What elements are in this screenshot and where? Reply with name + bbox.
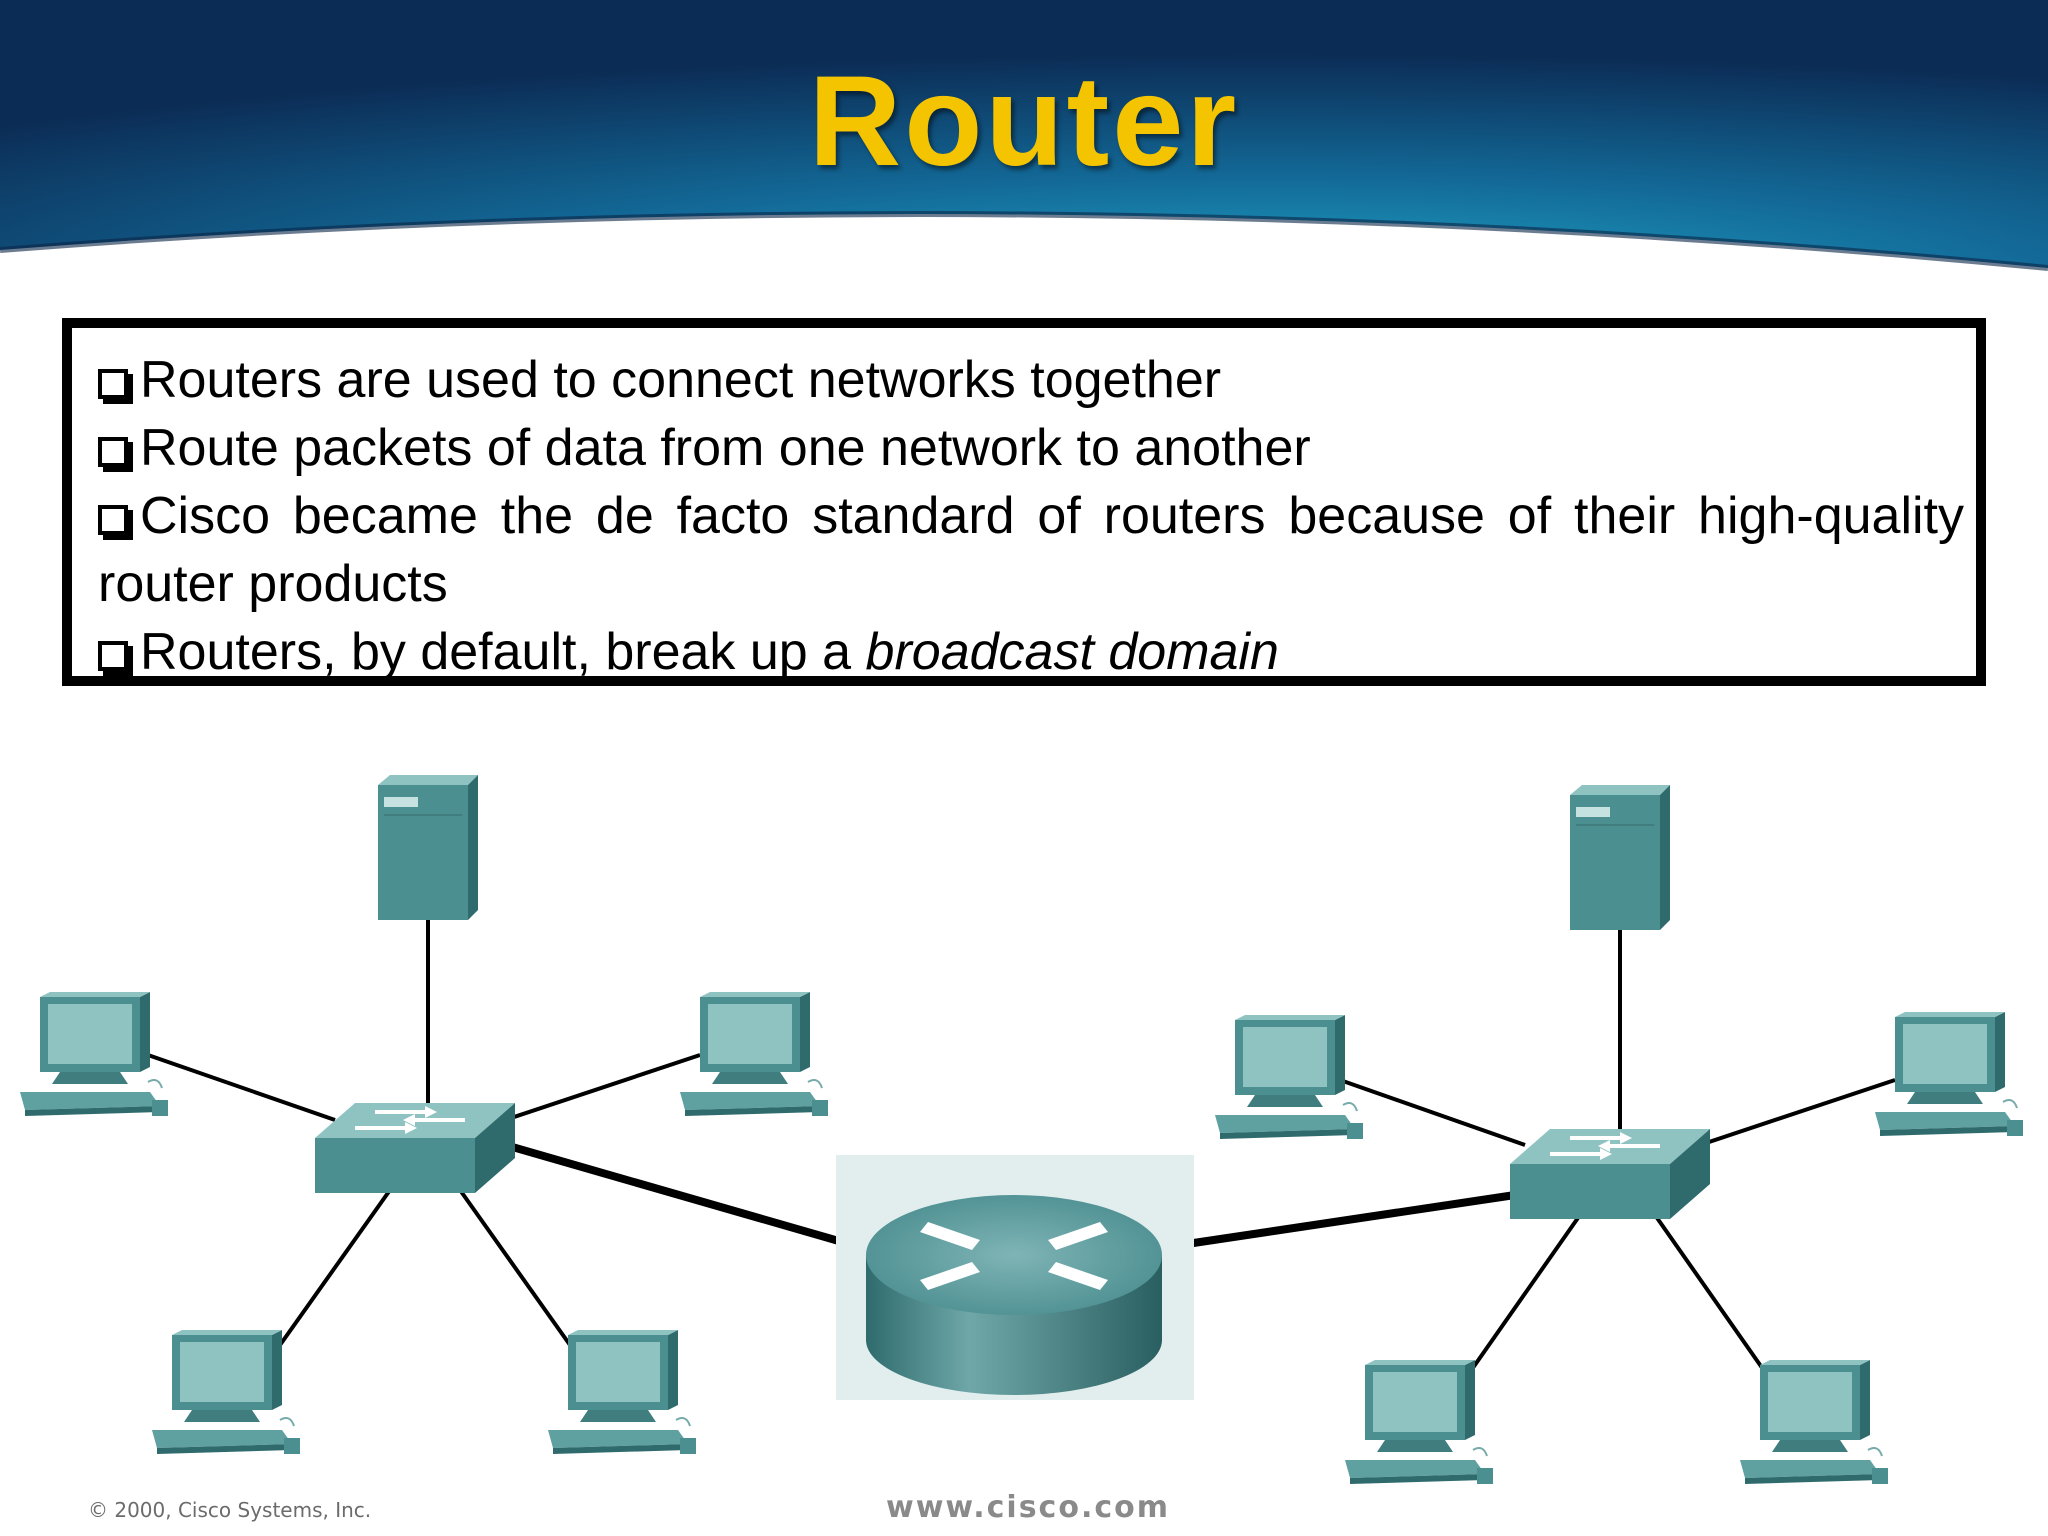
workstation-icon — [680, 992, 829, 1117]
bullet-item: Routers, by default, break up a broadcas… — [98, 618, 1964, 686]
network-links — [147, 900, 1896, 1374]
workstation-icon — [1875, 1012, 2024, 1137]
workstation-icon — [548, 1330, 697, 1455]
switch-icon — [1510, 1127, 1710, 1221]
slide-title: Router — [808, 50, 1240, 193]
title-banner — [0, 0, 2048, 271]
checkbox-bullet-icon — [98, 437, 128, 467]
bullet-item: Cisco became the de facto standard of ro… — [98, 482, 1964, 618]
footer-website: www.cisco.com — [886, 1490, 1170, 1525]
bullet-list: Routers are used to connect networks tog… — [98, 346, 1964, 686]
bullet-text: Route packets of data from one network t… — [140, 419, 1311, 477]
bullet-box: Routers are used to connect networks tog… — [62, 318, 1986, 686]
checkbox-bullet-icon — [98, 641, 128, 671]
workstation-icon — [1345, 1360, 1494, 1485]
workstation-icon — [1740, 1360, 1889, 1485]
workstation-icon — [1215, 1015, 1364, 1140]
bullet-text: Cisco became the de facto standard of ro… — [98, 487, 1964, 613]
checkbox-bullet-icon — [98, 369, 128, 399]
copyright-notice: © 2000, Cisco Systems, Inc. — [88, 1498, 372, 1522]
checkbox-bullet-icon — [98, 505, 128, 535]
server-icon — [1569, 785, 1670, 931]
server-icon — [377, 775, 478, 921]
network-diagram — [20, 775, 2024, 1485]
router-icon — [836, 1155, 1194, 1400]
bullet-item: Routers are used to connect networks tog… — [98, 346, 1964, 414]
workstation-icon — [152, 1330, 301, 1455]
bullet-text: Routers are used to connect networks tog… — [140, 351, 1222, 409]
workstation-icon — [20, 992, 169, 1117]
bullet-text: Routers, by default, break up a — [140, 623, 866, 681]
bullet-item: Route packets of data from one network t… — [98, 414, 1964, 482]
bullet-emphasis: broadcast domain — [865, 623, 1279, 681]
switch-icon — [315, 1101, 515, 1195]
